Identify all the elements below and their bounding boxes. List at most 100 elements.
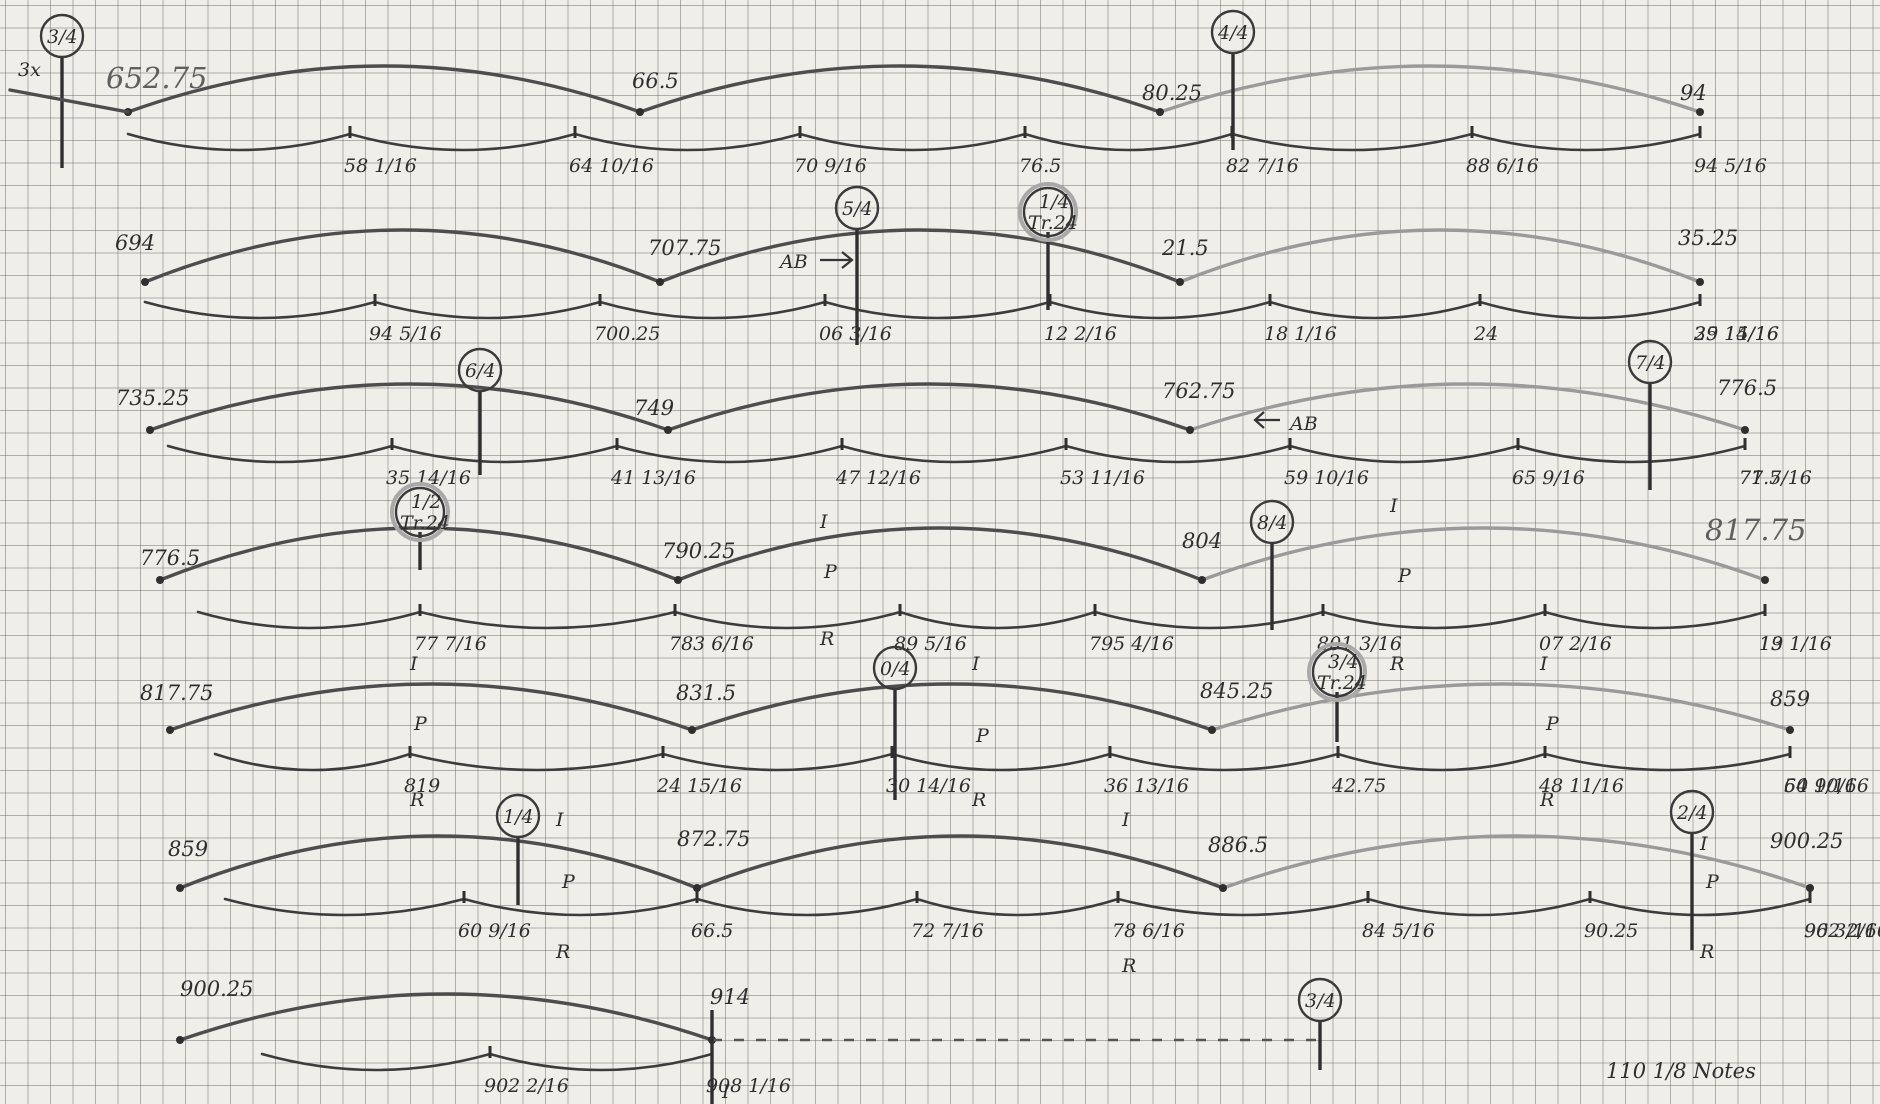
beat-value-label: 36 13/16 [1104, 775, 1189, 797]
system-row-5: 817.75831.5845.2585981924 15/1630 14/163… [140, 644, 1869, 811]
annotation-text: P [413, 713, 428, 735]
arc-node [1156, 108, 1164, 116]
beat-value-label: 88 6/16 [1466, 155, 1539, 177]
arrow-icon [1255, 412, 1280, 428]
annotation-text: I [1539, 653, 1548, 675]
annotation-text: I [1389, 495, 1398, 517]
arc-value-label: 762.75 [1162, 379, 1235, 403]
time-signature-label: 3/4 [47, 26, 78, 48]
beat-arc [410, 754, 663, 770]
beat-arc [490, 1054, 712, 1070]
time-signature-label: 1/4 [503, 806, 534, 828]
arc-value-label: 872.75 [677, 827, 750, 851]
tempo-fraction-label: 1/2 [411, 491, 442, 513]
arc-value-label: 735.25 [116, 386, 189, 410]
beat-value-label: 53 11/16 [1060, 467, 1145, 489]
beat-value-label: 902 2/16 [1804, 920, 1880, 942]
beat-arc [575, 134, 800, 150]
annotation-text: R [819, 628, 834, 650]
beat-arc [1066, 446, 1290, 462]
arc-value-label: 817.75 [140, 681, 213, 705]
beat-arc [1480, 302, 1700, 318]
beat-value-label: 84 5/16 [1362, 920, 1435, 942]
beat-value-label: 78 6/16 [1112, 920, 1185, 942]
annotation-text: P [1397, 565, 1412, 587]
arc-node [141, 278, 149, 286]
beat-value-label: 94 5/16 [1694, 155, 1767, 177]
beat-value-label: 60 9/16 [458, 920, 531, 942]
annotation-text: R [971, 789, 986, 811]
arc-value-label: 707.75 [648, 236, 721, 260]
beat-value-label: 94 5/16 [369, 323, 442, 345]
beat-arc [800, 134, 1025, 150]
tempo-marking-label: Tr.24 [1317, 672, 1367, 694]
beat-arc [198, 612, 420, 628]
phrase-arc [1190, 384, 1745, 430]
time-signature-label: 5/4 [842, 198, 873, 220]
phrase-arc [692, 684, 1212, 730]
annotation-text: I [721, 1081, 730, 1103]
annotation-text: I [971, 653, 980, 675]
arc-value-label: 831.5 [676, 681, 736, 705]
beat-value-label: 18 1/16 [1264, 323, 1337, 345]
phrase-arc [660, 230, 1180, 282]
arc-node [1208, 726, 1216, 734]
beat-value-label: 35 14/16 [1694, 323, 1779, 345]
beat-arc [1518, 446, 1745, 462]
arc-value-label: 94 [1680, 81, 1707, 105]
beat-value-label: 795 4/16 [1089, 633, 1174, 655]
arc-value-label: 817.75 [1705, 513, 1806, 547]
beat-value-label: 90.25 [1584, 920, 1638, 942]
annotation-text: R [1699, 941, 1714, 963]
arc-value-label: 66.5 [632, 69, 679, 93]
tempo-fraction-label: 1/4 [1039, 191, 1070, 213]
beat-arc [663, 754, 892, 770]
beat-arc [917, 899, 1118, 915]
arc-value-label: 804 [1182, 529, 1222, 553]
beat-value-label: 70 9/16 [794, 155, 867, 177]
beat-value-label: 24 15/16 [656, 775, 742, 797]
beat-value-label: 76.5 [1019, 155, 1061, 177]
arc-node [1741, 426, 1749, 434]
beat-value-label: 41 13/16 [610, 467, 696, 489]
tempo-marking-label: Tr.24 [400, 512, 450, 534]
phrase-arc [1160, 66, 1700, 112]
annotation-text: R [1389, 653, 1404, 675]
arc-node [156, 576, 164, 584]
arc-value-label: 652.75 [106, 61, 207, 95]
beat-arc [128, 134, 350, 150]
beat-value-label: 60 9/16 [1784, 775, 1857, 797]
phrase-arc [180, 994, 712, 1040]
beat-value-label: 19 [1759, 633, 1783, 655]
arc-node [1696, 108, 1704, 116]
arc-value-label: 886.5 [1208, 833, 1268, 857]
arc-value-label: 859 [1770, 687, 1810, 711]
beat-value-label: 77 7/16 [414, 633, 487, 655]
phrase-arc [150, 384, 668, 430]
beat-value-label: 30 14/16 [886, 775, 971, 797]
arc-node [176, 1036, 184, 1044]
beat-value-label: 58 1/16 [344, 155, 417, 177]
arc-value-label: 776.5 [1717, 376, 1777, 400]
beat-arc [1095, 612, 1323, 628]
time-signature-label: 6/4 [465, 360, 496, 382]
arc-value-label: 859 [168, 837, 208, 861]
phrase-arc [1223, 836, 1810, 888]
beat-arc [1050, 302, 1270, 318]
beat-value-label: 700.25 [594, 323, 660, 345]
beat-value-label: 72 7/16 [911, 920, 984, 942]
annotation-text: R [555, 941, 570, 963]
annotation-text: P [823, 561, 838, 583]
beat-arc [225, 899, 464, 915]
system-row-6: 859872.75886.5900.2560 9/1666.572 7/1678… [168, 791, 1880, 977]
beat-arc [900, 612, 1095, 628]
annotation-text: I [1121, 809, 1130, 831]
beat-arc [1323, 612, 1545, 628]
beat-arc [1368, 899, 1590, 915]
tempo-fraction-label: 3/4 [1328, 651, 1359, 673]
arc-value-label: 749 [634, 396, 674, 420]
beat-arc [168, 446, 392, 462]
annotation-text: 3x [18, 59, 41, 81]
